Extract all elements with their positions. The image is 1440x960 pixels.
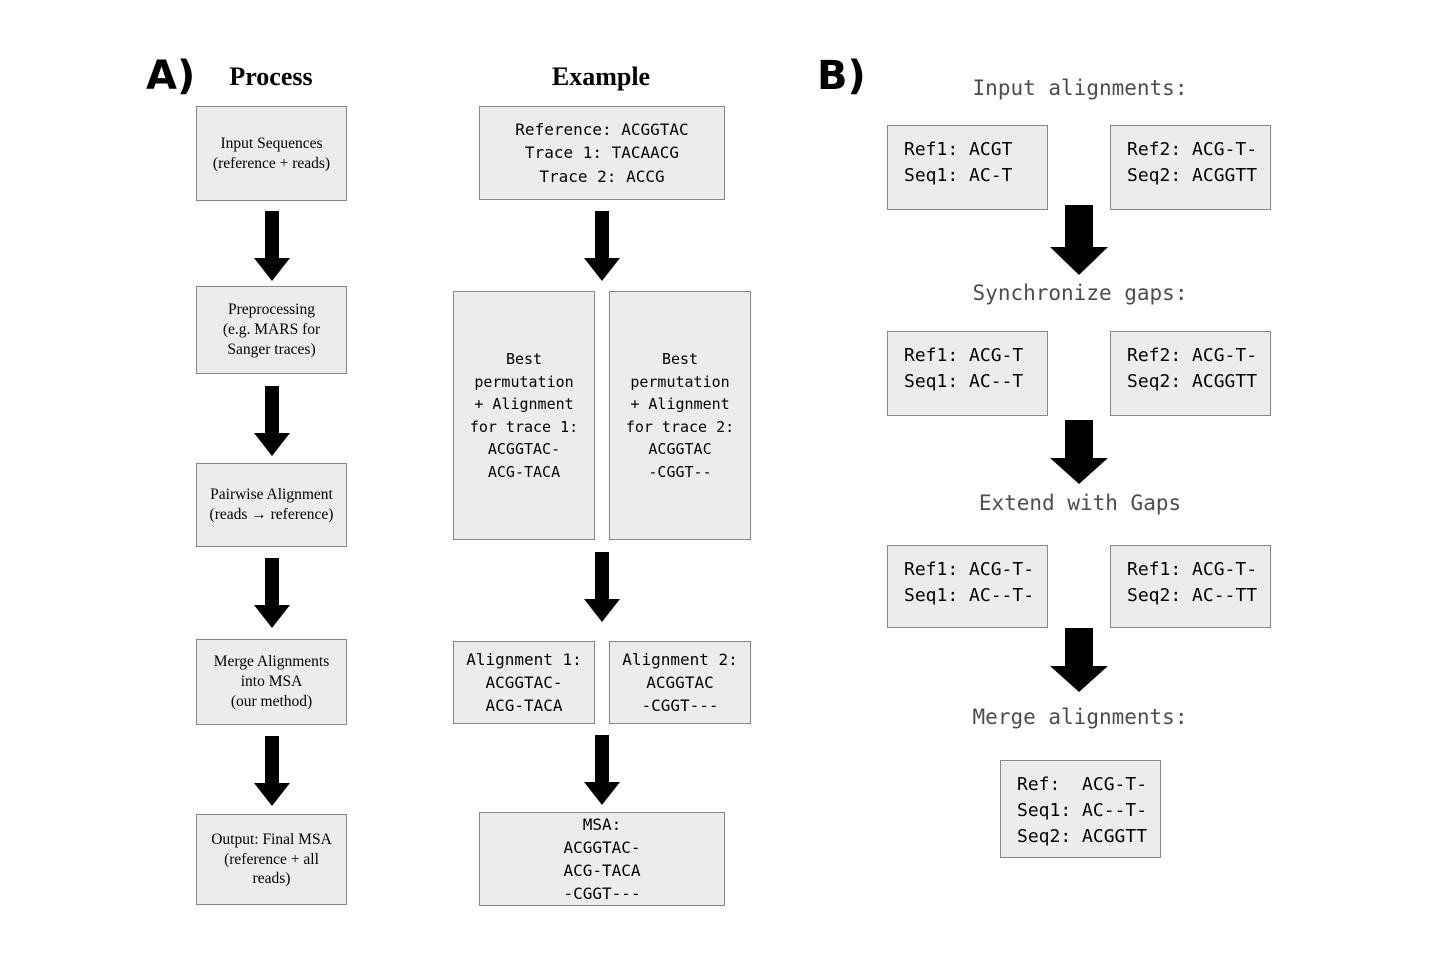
stage-heading-extend-with-gaps: Extend with Gaps (978, 491, 1182, 515)
b-box-extended-alignment-1-label: Ref1: ACG-T- Seq1: AC--T- (904, 559, 1035, 607)
b-box-synchronized-alignment-1-label: Ref1: ACG-T Seq1: AC--T (904, 345, 1024, 393)
b-box-extended-alignment-2-label: Ref1: ACG-T- Seq2: AC--TT (1127, 559, 1258, 607)
stage-heading-input-alignments: Input alignments: (972, 76, 1188, 100)
b-arrow-3 (1046, 628, 1112, 699)
example-box-input[interactable]: Reference: ACGGTAC Trace 1: TACAACG Trac… (479, 106, 725, 200)
example-box-alignment-1-label: Alignment 1: ACGGTAC- ACG-TACA (466, 649, 582, 716)
process-box-input-sequences-label: Input Sequences (reference + reads) (212, 134, 331, 172)
process-arrow-3 (250, 558, 294, 635)
example-box-msa-label: MSA: ACGGTAC- ACG-TACA -CGGT--- (563, 814, 641, 904)
process-box-preprocessing-label: Preprocessing (e.g. MARS for Sanger trac… (222, 301, 321, 358)
b-arrow-1 (1046, 205, 1112, 282)
example-box-alignment-1[interactable]: Alignment 1: ACGGTAC- ACG-TACA (453, 641, 595, 724)
example-box-alignment-2-label: Alignment 2: ACGGTAC -CGGT--- (622, 649, 738, 716)
example-box-msa[interactable]: MSA: ACGGTAC- ACG-TACA -CGGT--- (479, 812, 725, 906)
example-box-best-permutation-trace-1[interactable]: Best permutation + Alignment for trace 1… (453, 291, 595, 540)
panel-b-letter: B) (817, 53, 866, 99)
b-box-extended-alignment-1[interactable]: Ref1: ACG-T- Seq1: AC--T- (887, 545, 1048, 628)
b-box-synchronized-alignment-2-label: Ref2: ACG-T- Seq2: ACGGTT (1127, 345, 1258, 393)
example-box-alignment-2[interactable]: Alignment 2: ACGGTAC -CGGT--- (609, 641, 751, 724)
b-box-merged-alignment[interactable]: Ref: ACG-T- Seq1: AC--T- Seq2: ACGGTT (1000, 760, 1161, 858)
b-box-merged-alignment-label: Ref: ACG-T- Seq1: AC--T- Seq2: ACGGTT (1017, 774, 1148, 848)
example-box-best-permutation-trace-1-label: Best permutation + Alignment for trace 1… (469, 350, 579, 481)
example-box-best-permutation-trace-2[interactable]: Best permutation + Alignment for trace 2… (609, 291, 751, 540)
b-arrow-2 (1046, 420, 1112, 491)
b-box-synchronized-alignment-2[interactable]: Ref2: ACG-T- Seq2: ACGGTT (1110, 331, 1271, 416)
example-arrow-1 (580, 211, 624, 288)
example-box-best-permutation-trace-2-label: Best permutation + Alignment for trace 2… (625, 350, 735, 481)
stage-heading-merge-alignments: Merge alignments: (972, 705, 1188, 729)
b-box-input-alignment-2-label: Ref2: ACG-T- Seq2: ACGGTT (1127, 139, 1258, 187)
example-arrow-3 (580, 735, 624, 812)
process-box-preprocessing[interactable]: Preprocessing (e.g. MARS for Sanger trac… (196, 286, 347, 374)
example-box-input-label: Reference: ACGGTAC Trace 1: TACAACG Trac… (515, 120, 689, 186)
b-box-input-alignment-1-label: Ref1: ACGT Seq1: AC-T (904, 139, 1013, 187)
process-arrow-1 (250, 211, 294, 288)
process-column-heading: Process (229, 62, 313, 91)
process-arrow-4 (250, 736, 294, 813)
b-box-input-alignment-2[interactable]: Ref2: ACG-T- Seq2: ACGGTT (1110, 125, 1271, 210)
process-box-output-final-msa-label: Output: Final MSA (reference + all reads… (211, 830, 332, 888)
b-box-synchronized-alignment-1[interactable]: Ref1: ACG-T Seq1: AC--T (887, 331, 1048, 416)
process-box-pairwise-alignment[interactable]: Pairwise Alignment (reads → reference) (196, 463, 347, 547)
b-box-input-alignment-1[interactable]: Ref1: ACGT Seq1: AC-T (887, 125, 1048, 210)
process-box-merge-alignments[interactable]: Merge Alignments into MSA (our method) (196, 639, 347, 725)
example-arrow-2 (580, 552, 624, 629)
process-box-merge-alignments-label: Merge Alignments into MSA (our method) (213, 653, 330, 710)
process-arrow-2 (250, 386, 294, 463)
stage-heading-synchronize-gaps: Synchronize gaps: (972, 281, 1188, 305)
process-box-pairwise-alignment-label: Pairwise Alignment (reads → reference) (209, 486, 334, 523)
b-box-extended-alignment-2[interactable]: Ref1: ACG-T- Seq2: AC--TT (1110, 545, 1271, 628)
process-box-input-sequences[interactable]: Input Sequences (reference + reads) (196, 106, 347, 201)
example-column-heading: Example (551, 62, 651, 91)
process-box-output-final-msa[interactable]: Output: Final MSA (reference + all reads… (196, 814, 347, 905)
panel-a-letter: A) (146, 53, 196, 99)
